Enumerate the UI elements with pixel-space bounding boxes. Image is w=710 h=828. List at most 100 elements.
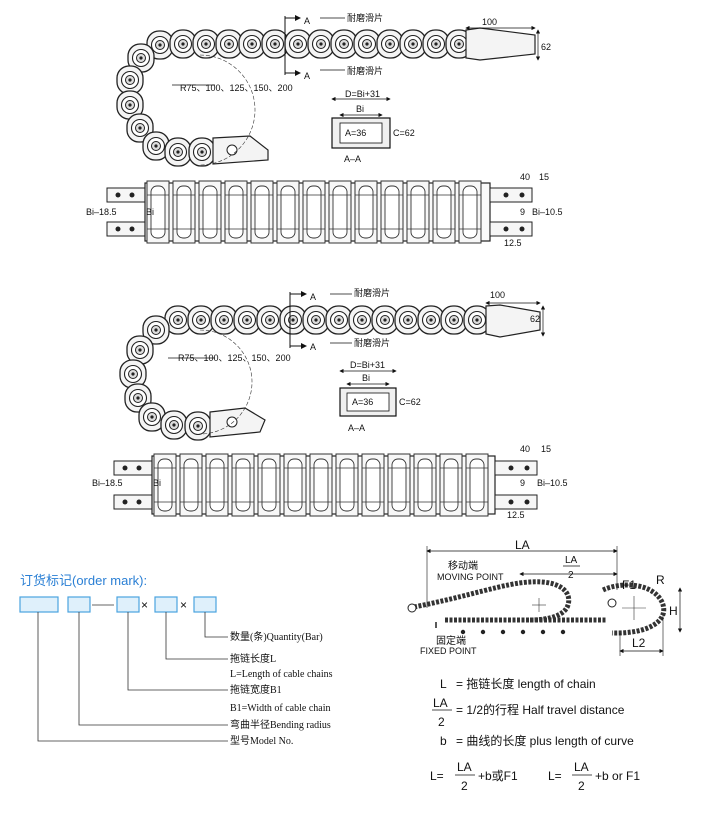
cross-section-2: D=Bi+31 Bi A=36 C=62 A–A: [339, 360, 421, 433]
side-view-2: A A 耐磨滑片 耐磨滑片 R75、100、125、150、200 100 62: [119, 287, 546, 441]
fixed-point-cn: 固定端: [436, 634, 466, 647]
top-bi-1: Bi: [146, 207, 154, 217]
fixed-end-bracket-1: [212, 135, 269, 165]
legend-la-text: = 1/2的行程 Half travel distance: [456, 702, 625, 717]
legend-la-den: 2: [438, 715, 445, 729]
fixed-point-dots: [460, 629, 566, 635]
top-d12-5-1: 12.5: [504, 238, 522, 248]
legend-b-sym: b: [440, 734, 447, 748]
legend: L = 拖链长度 length of chain LA 2 = 1/2的行程 H…: [432, 676, 634, 748]
legend-la-num: LA: [433, 696, 448, 710]
bend-radius-arc-1: [199, 54, 256, 166]
fixed-point-en: FIXED POINT: [420, 646, 477, 656]
top-right-dim-1: Bi–10.5: [532, 207, 563, 217]
order-line-width-en: B1=Width of cable chain: [230, 703, 330, 714]
moving-end-bracket-1: [465, 27, 536, 61]
travel-diagram: LA LA 2 移动端 MOVING POINT 固定端 FIXED POINT…: [407, 538, 683, 656]
top-d9-2: 9: [520, 478, 525, 488]
formula-2-lhs: L=: [548, 769, 562, 783]
svg-text:×: ×: [180, 598, 187, 612]
travel-la-half-den: 2: [568, 570, 574, 581]
radius-label-1: R75、100、125、150、200: [180, 83, 293, 93]
fixed-end-bracket-2: [209, 407, 266, 438]
dim-100-2: 100: [490, 290, 505, 300]
moving-point-en: MOVING POINT: [437, 572, 504, 582]
dim-62-1: 62: [541, 42, 551, 52]
section-mark-top-1: A: [304, 16, 310, 26]
section-outer-width-2: D=Bi+31: [350, 360, 385, 370]
order-line-length-cn: 拖链长度L: [230, 652, 276, 665]
chain-links-bend-2: [119, 315, 212, 441]
top-d9-1: 9: [520, 207, 525, 217]
order-mark-title: 订货标记(order mark):: [20, 573, 147, 588]
order-field-radius: [67, 596, 91, 613]
legend-b-text: = 曲线的长度 plus length of curve: [456, 733, 634, 748]
travel-f1: F1: [622, 578, 636, 592]
section-mark-top-2: A: [310, 292, 316, 302]
top-d12-5-2: 12.5: [507, 510, 525, 520]
formula: L= LA 2 +b或F1 L= LA 2 +b or F1: [430, 760, 640, 793]
section-a-dim-1: A=36: [345, 128, 366, 138]
top-right-dim-2: Bi–10.5: [537, 478, 568, 488]
order-line-length-en: L=Length of cable chains: [230, 669, 333, 680]
top-left-dim-1: Bi–18.5: [86, 207, 117, 217]
order-line-quantity: 数量(条)Quantity(Bar): [230, 630, 323, 643]
section-name-1: A–A: [344, 154, 361, 164]
chain-links-upper-1: [146, 29, 473, 60]
bend-radius-arc-2: [199, 329, 253, 435]
chain-path-upper: [413, 579, 572, 623]
top-view-1: Bi–18.5 Bi Bi–10.5 40 15 9 12.5: [86, 172, 563, 248]
formula-1-den: 2: [461, 779, 468, 793]
svg-text:×: ×: [141, 598, 148, 612]
section-mark-bottom-1: A: [304, 71, 310, 81]
travel-h: H: [669, 604, 678, 618]
top-d15-2: 15: [541, 444, 551, 454]
side-view-1: A A 耐磨滑片 耐磨滑片 R75、100、125、150、200 100 62: [116, 12, 551, 167]
order-field-width: [116, 596, 140, 613]
top-left-dim-2: Bi–18.5: [92, 478, 123, 488]
top-view-2: Bi–18.5 Bi Bi–10.5 40 15 9 12.5: [92, 444, 568, 520]
formula-1-num: LA: [457, 760, 472, 774]
travel-la: LA: [515, 538, 530, 552]
section-outer-width-1: D=Bi+31: [345, 89, 380, 99]
travel-r: R: [656, 573, 665, 587]
top-bi-2: Bi: [153, 478, 161, 488]
formula-2-rhs: +b or F1: [595, 769, 640, 783]
wear-strip-label-bottom-1: 耐磨滑片: [347, 65, 383, 76]
section-inner-width-1: Bi: [356, 104, 364, 114]
dim-62-2: 62: [530, 314, 540, 324]
order-mark: 订货标记(order mark): × × 数量(条)Quantity(Bar)…: [19, 573, 333, 747]
dim-100-1: 100: [482, 17, 497, 27]
wear-strip-label-top-1: 耐磨滑片: [347, 12, 383, 23]
wear-strip-label-top-2: 耐磨滑片: [354, 287, 390, 298]
section-c-dim-1: C=62: [393, 128, 415, 138]
order-line-radius: 弯曲半径Bending radius: [230, 718, 331, 731]
legend-l-sym: L: [440, 677, 447, 691]
formula-1-rhs: +b或F1: [478, 769, 518, 783]
order-field-quantity: [193, 596, 217, 613]
travel-la-half-num: LA: [565, 555, 578, 566]
section-mark-bottom-2: A: [310, 342, 316, 352]
chain-links-upper-2: [164, 305, 491, 335]
formula-1-lhs: L=: [430, 769, 444, 783]
cross-section-1: D=Bi+31 Bi A=36 C=62 A–A: [331, 89, 415, 164]
chain-links-bend-1: [116, 43, 216, 167]
travel-l2: L2: [632, 636, 646, 650]
top-d40-2: 40: [520, 444, 530, 454]
section-a-dim-2: A=36: [352, 397, 373, 407]
formula-2-num: LA: [574, 760, 589, 774]
legend-l-text: = 拖链长度 length of chain: [456, 676, 596, 691]
top-d40-1: 40: [520, 172, 530, 182]
order-field-model: [19, 596, 59, 613]
radius-label-2: R75、100、125、150、200: [178, 353, 291, 363]
section-name-2: A–A: [348, 423, 365, 433]
section-inner-width-2: Bi: [362, 373, 370, 383]
section-c-dim-2: C=62: [399, 397, 421, 407]
order-line-model: 型号Model No.: [230, 734, 293, 747]
top-d15-1: 15: [539, 172, 549, 182]
formula-2-den: 2: [578, 779, 585, 793]
wear-strip-label-bottom-2: 耐磨滑片: [354, 337, 390, 348]
moving-point-cn: 移动端: [448, 559, 478, 572]
bend-curve: [601, 582, 667, 636]
